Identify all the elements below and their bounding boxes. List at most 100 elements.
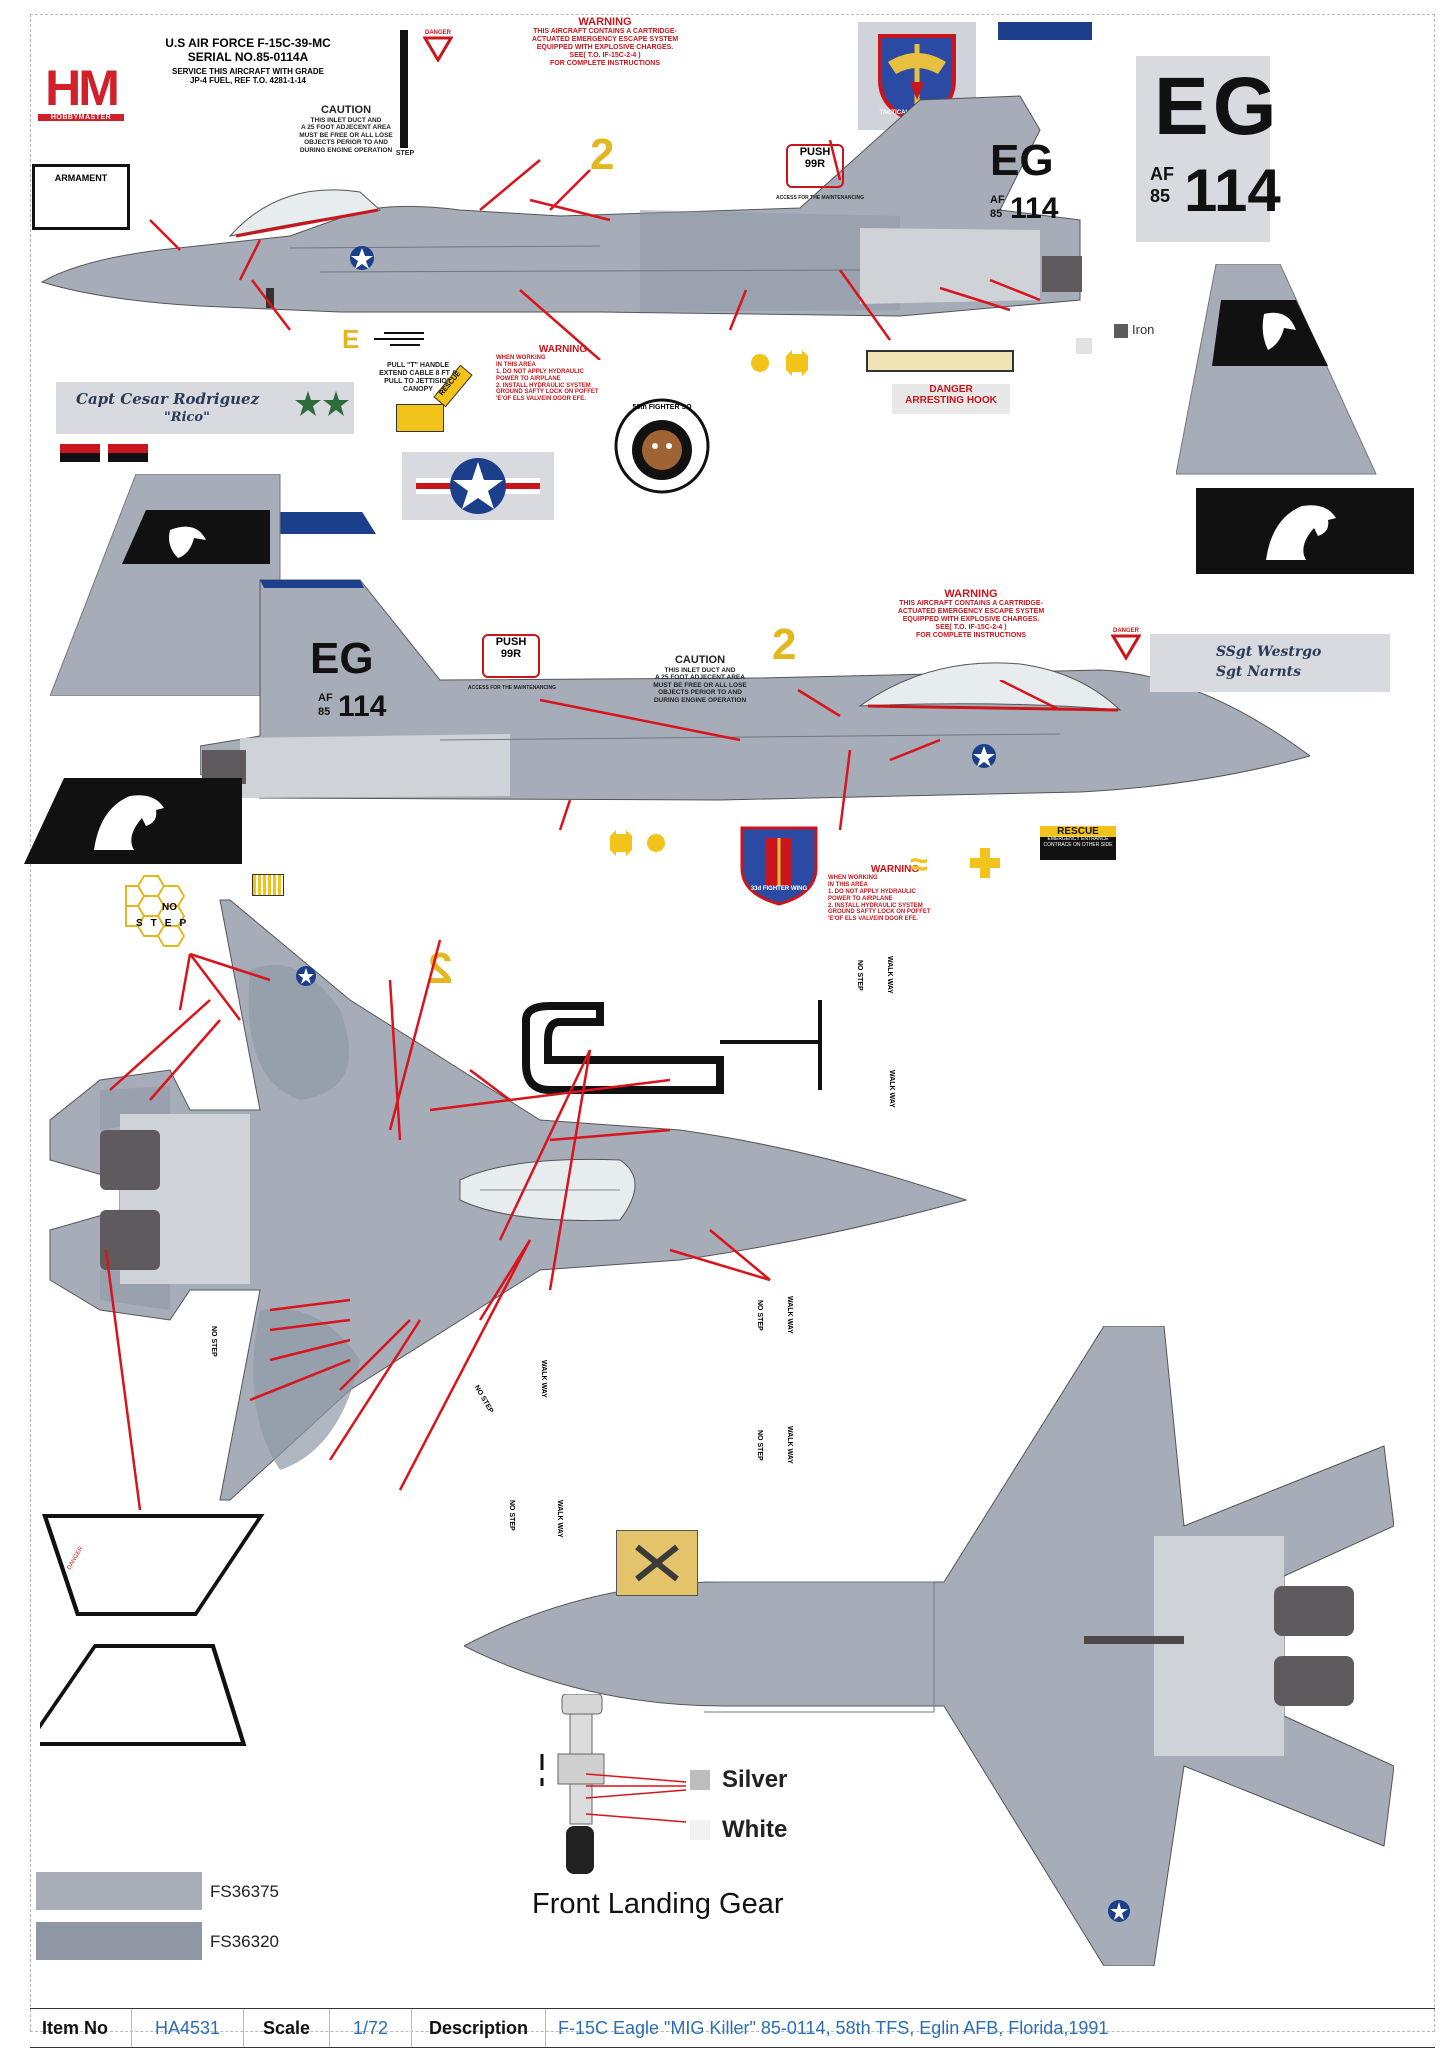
service-line-1: SERVICE THIS AIRCRAFT WITH GRADE xyxy=(171,67,324,76)
side2-tail-year: 85 xyxy=(318,706,331,718)
yellow-grille-decal xyxy=(252,874,284,896)
no-step-honeycomb xyxy=(125,875,186,947)
side1-tail-year: 85 xyxy=(990,208,1003,220)
yellow-wave-mark: ≈ xyxy=(910,846,928,882)
no-step-vertical-5: NO STEP xyxy=(210,1326,217,1357)
access-note-mid: ACCESS FOR THE MAINTENANCING xyxy=(467,685,557,691)
number-two-mid: 2 xyxy=(772,620,797,669)
armament-label: ARMAMENT xyxy=(54,173,108,183)
scale-value-cell: 1/72 xyxy=(330,2009,412,2047)
scale-label-cell: Scale xyxy=(244,2009,330,2047)
white-swatch xyxy=(690,1820,710,1840)
side1-tail-serial: 114 xyxy=(1010,192,1059,225)
warning-decal-mid: WARNING THIS AIRCRAFT CONTAINS A CARTRID… xyxy=(866,588,1076,640)
fs36375-swatch xyxy=(36,1872,202,1910)
pilot-callsign: "Rico" xyxy=(164,410,210,425)
danger-arresting-hook: DANGER ARRESTING HOOK xyxy=(892,384,1010,414)
gear-callout-arrows xyxy=(586,1773,687,1823)
title-line-2: SERIAL NO.85-0114A xyxy=(187,50,309,64)
tail-serial: 114 xyxy=(1184,157,1281,224)
top-view-plane xyxy=(49,899,968,1501)
gear-door-outline-2 xyxy=(40,1644,247,1746)
tail-code: EG xyxy=(1154,61,1281,152)
rescue-sticker-mid: RESCUE EMERGENCY ENTRANCE CONTRACE ON OT… xyxy=(1040,826,1116,860)
bottom-view-plane xyxy=(464,1326,1394,1966)
callout-arrows-top-view xyxy=(104,939,771,1511)
side2-tail-af: AF xyxy=(318,692,333,704)
danger-decal-mid: DANGER xyxy=(1108,628,1144,668)
rescue-arrow: RESCUE xyxy=(433,364,473,408)
no-step-vertical-3: NO STEP xyxy=(756,1430,763,1461)
no-label: NO xyxy=(162,902,177,913)
wing-shield-icon xyxy=(740,826,818,906)
access-note-top: ACCESS FOR THE MAINTENANCING xyxy=(775,195,865,201)
stripe-decal xyxy=(370,330,428,360)
pull-handle-note: PULL "T" HANDLE EXTEND CABLE 8 FT & PULL… xyxy=(379,362,457,394)
callout-arrows-side2 xyxy=(540,680,1061,831)
instruction-diagram-icon xyxy=(635,1544,679,1582)
iron-swatch xyxy=(1114,324,1128,338)
tail-fin-eagle-right xyxy=(1176,264,1377,475)
push-number: 99R xyxy=(804,158,826,170)
description-label-cell: Description xyxy=(412,2009,546,2047)
sheet-border xyxy=(30,14,1435,2032)
crew-chief: SSgt Westrgo xyxy=(1216,644,1322,660)
no-step-vertical-4: NO STEP xyxy=(508,1500,515,1531)
scale-value: 1/72 xyxy=(352,2017,389,2038)
svg-text:DANGER: DANGER xyxy=(67,1545,85,1571)
push-label: PUSH xyxy=(799,146,831,158)
step-label: STEP xyxy=(395,150,415,157)
logo-sub: HOBBYMASTER xyxy=(38,114,124,121)
squadron-badge: 58th FIGHTER SQ xyxy=(614,398,710,494)
rescue-sticker-top: RESCUE xyxy=(392,364,473,438)
description-value: F-15C Eagle "MIG Killer" 85-0114, 58th T… xyxy=(558,2017,1109,2038)
silver-swatch xyxy=(690,1770,710,1790)
front-gear-caption: Front Landing Gear xyxy=(532,1888,784,1920)
roundel-placard xyxy=(402,452,554,520)
push-99r-mid: PUSH 99R xyxy=(482,634,540,678)
caution-body: THIS INLET DUCT AND A 25 FOOT ADJECENT A… xyxy=(299,116,393,154)
walk-way-vertical-5: WALK WAY xyxy=(540,1360,547,1398)
danger-label: DANGER xyxy=(424,30,451,36)
warning-small-title-mid: WARNING xyxy=(870,864,920,875)
tail-af: AF xyxy=(1150,164,1174,184)
blue-tip-stripe-top xyxy=(998,22,1092,40)
armament-box: ARMAMENT xyxy=(32,164,130,230)
fs36320-swatch xyxy=(36,1922,202,1960)
side1-tail-af: AF xyxy=(990,194,1005,206)
crew-name-placard: SSgt Westrgo Sgt Narnts xyxy=(1150,634,1390,692)
arresting-hook-bar xyxy=(866,350,1014,372)
pilot-name-placard: Capt Cesar Rodriguez "Rico" xyxy=(56,382,354,434)
item-no-value: HA4531 xyxy=(154,2017,221,2038)
header-notes: U.S AIR FORCE F-15C-39-MC SERIAL NO.85-0… xyxy=(138,36,358,85)
walk-way-vertical-6: WALK WAY xyxy=(556,1500,563,1538)
gear-door-outline-1: DANGER xyxy=(42,1514,265,1616)
kill-flags xyxy=(60,444,150,464)
side1-tail-code: EG xyxy=(990,136,1054,185)
walk-way-vertical-2: WALK WAY xyxy=(888,1070,895,1108)
danger-decal-top: DANGER xyxy=(420,30,456,70)
front-landing-gear xyxy=(540,1694,605,1874)
walk-way-vertical-4: WALK WAY xyxy=(786,1426,793,1464)
eagle-decal-right xyxy=(1196,488,1414,574)
kill-stars-icon xyxy=(295,391,349,416)
side2-tail-serial: 114 xyxy=(338,690,387,723)
description-value-cell: F-15C Eagle "MIG Killer" 85-0114, 58th T… xyxy=(546,2009,1435,2047)
walk-way-vertical-1: WALK WAY xyxy=(886,956,893,994)
squadron-patch-icon xyxy=(614,398,710,494)
no-step-vertical-1: NO STEP xyxy=(856,960,863,991)
danger-triangle-icon xyxy=(1110,634,1142,661)
step-marker xyxy=(400,30,408,148)
e-decal: E xyxy=(342,324,360,354)
warning-body: THIS AIRCRAFT CONTAINS A CARTRIDGE- ACTU… xyxy=(531,28,679,68)
caution-decal-top: CAUTION THIS INLET DUCT AND A 25 FOOT AD… xyxy=(262,104,430,154)
item-no-label-cell: Item No xyxy=(30,2009,132,2047)
warning-small-body-mid: WHEN WORKING IN THIS AREA 1. DO NOT APPL… xyxy=(828,875,931,923)
fs36320-label: FS36320 xyxy=(210,1932,279,1951)
push-number-mid: 99R xyxy=(500,648,522,660)
warning-small-mid: WARNING WHEN WORKING IN THIS AREA 1. DO … xyxy=(828,864,962,923)
item-no-label: Item No xyxy=(42,2017,109,2038)
push-99r-top: PUSH 99R xyxy=(786,144,844,188)
service-line-2: JP-4 FUEL, REF T.O. 4281-1-14 xyxy=(189,76,307,85)
tail-code-placard: EG AF 85 114 xyxy=(1136,56,1281,242)
